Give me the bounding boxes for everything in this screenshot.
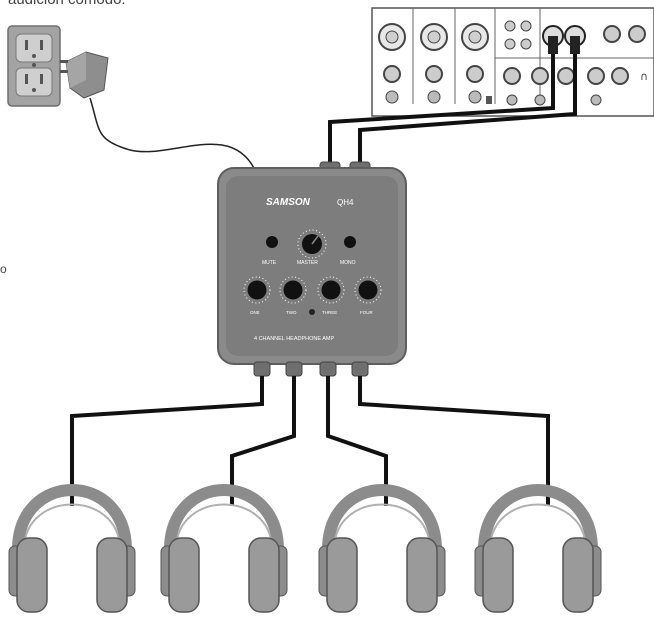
mute-label: MUTE xyxy=(262,260,277,266)
footer-label: 4 CHANNEL HEADPHONE AMP xyxy=(254,336,335,342)
mixer-icon: ∩ xyxy=(371,7,654,117)
channel-label-four: FOUR xyxy=(360,310,373,315)
headphone-icon-1 xyxy=(8,484,136,613)
model-label: QH4 xyxy=(337,198,354,207)
svg-text:∩: ∩ xyxy=(640,70,648,83)
channel-label-three: THREE xyxy=(322,310,337,315)
headphone-icon-3 xyxy=(318,484,446,613)
headphone-cables xyxy=(70,376,550,506)
wall-outlet-icon xyxy=(7,25,61,107)
side-mark: o xyxy=(0,262,7,276)
brand-label: SAMSON xyxy=(266,197,311,208)
headphone-amp-device: SAMSON QH4 MUTE MASTER MONO ONE TWO THRE… xyxy=(217,167,407,365)
master-label: MASTER xyxy=(297,260,318,266)
mono-label: MONO xyxy=(340,260,356,266)
power-adapter-icon xyxy=(60,51,109,99)
headphone-icon-2 xyxy=(160,484,288,613)
power-cable xyxy=(89,97,256,171)
headphone-icon-4 xyxy=(474,484,602,613)
channel-label-two: TWO xyxy=(286,310,297,315)
caption-fragment: audición cómodo. xyxy=(8,0,126,8)
channel-label-one: ONE xyxy=(250,310,260,315)
input-cables xyxy=(328,54,577,168)
channel-knobs xyxy=(243,276,382,315)
output-plugs xyxy=(253,361,369,377)
